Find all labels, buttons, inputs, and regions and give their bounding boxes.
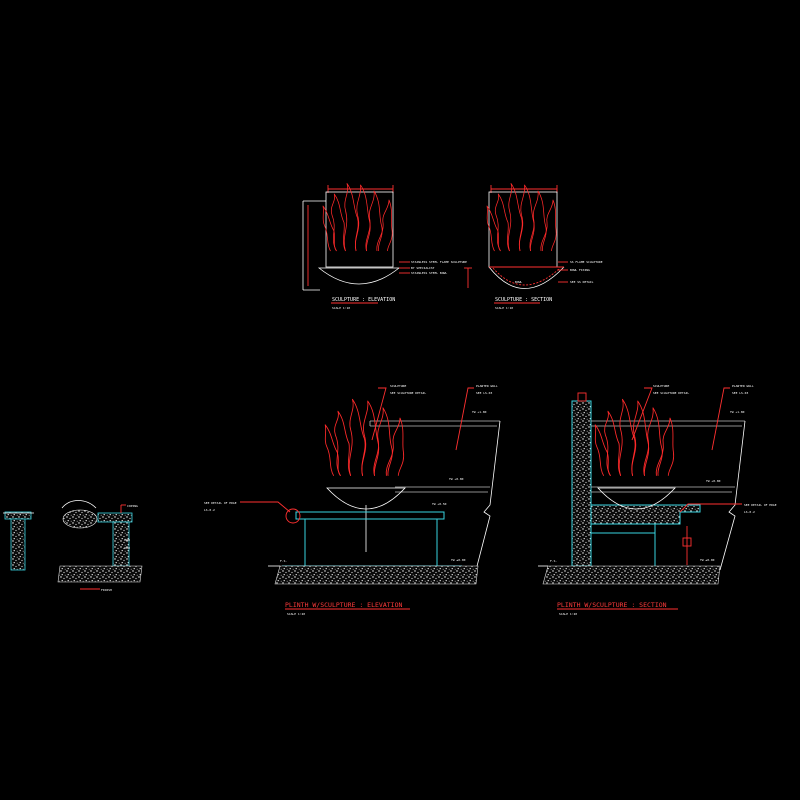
elev-sculpture-note-1: SCULPTURE — [390, 384, 406, 388]
elev-level-1: TW +1.80 — [472, 410, 487, 414]
plinth-section-scale: SCALE 1:20 — [559, 612, 577, 616]
plinth-elevation-scale: SCALE 1:20 — [287, 612, 305, 616]
section-callout-2: BOWL FIXING — [570, 268, 590, 272]
section-level-1: TW +1.80 — [730, 410, 745, 414]
elev-detail-note-1: SEE DETAIL OF EDGE — [204, 501, 237, 505]
section-sculpture-note-2: SEE SCULPTURE DETAIL — [653, 391, 689, 395]
plinth-elevation-title: PLINTH W/SCULPTURE : ELEVATION — [285, 601, 402, 609]
elev-level-4: TW ±0.00 — [451, 558, 466, 562]
plinth-elevation-view: F.S. TW +1.80 TW +0.80 TW +0.50 TW ±0.00… — [204, 384, 501, 616]
section-planter-note-1: PLANTER WALL — [732, 384, 754, 388]
plinth-section-title: PLINTH W/SCULPTURE : SECTION — [557, 601, 667, 609]
section-level-3: TW ±0.00 — [700, 558, 715, 562]
elev-callout-3: STAINLESS STEEL BOWL — [411, 271, 447, 275]
edge-label-coping: COPING — [127, 504, 138, 508]
sculpture-section-scale: SCALE 1:10 — [495, 306, 513, 310]
elev-callout-1: STAINLESS STEEL FLAME SCULPTURE — [411, 260, 467, 264]
elev-fs-label: F.S. — [280, 559, 287, 563]
section-detail-note-2: LS-0.2 — [744, 510, 755, 514]
elev-planter-note-1: PLANTER WALL — [476, 384, 498, 388]
sculpture-elevation-scale: SCALE 1:10 — [332, 306, 350, 310]
sculpture-section-title: SCULPTURE : SECTION — [495, 297, 552, 303]
elev-level-3: TW +0.50 — [432, 502, 447, 506]
section-fs-label: F.S. — [550, 559, 557, 563]
elev-sculpture-note-2: SEE SCULPTURE DETAIL — [390, 391, 426, 395]
elev-planter-note-2: SEE LS-03 — [476, 391, 492, 395]
section-callout-1: SS FLAME SCULPTURE — [570, 260, 603, 264]
edge-label-finish: FINISH — [101, 588, 112, 592]
section-sculpture-note-1: SCULPTURE — [653, 384, 669, 388]
sculpture-elevation-view: STAINLESS STEEL FLAME SCULPTURE BY SPECI… — [302, 183, 467, 310]
elev-callout-2: BY SPECIALIST — [411, 266, 435, 270]
section-detail-note-1: SEE DETAIL OF EDGE — [744, 503, 777, 507]
section-bowl-label: BOWL — [515, 280, 522, 284]
elev-level-2: TW +0.80 — [449, 477, 464, 481]
section-callout-3: SEE SS DETAIL — [570, 280, 594, 284]
section-level-2: TW +0.80 — [706, 479, 721, 483]
sculpture-section-view: BOWL SS FLAME SCULPTURE BOWL FIXING SEE … — [464, 183, 603, 310]
plinth-section-view: F.S. TW +1.80 TW +0.80 TW ±0.00 SCULPTUR… — [538, 384, 777, 616]
elev-detail-note-2: LS-0.2 — [204, 508, 215, 512]
sculpture-elevation-title: SCULPTURE : ELEVATION — [332, 297, 395, 303]
section-planter-note-2: SEE LS-03 — [732, 391, 748, 395]
edge-detail-large: COPING FINISH — [57, 500, 143, 592]
edge-detail-small — [3, 511, 34, 571]
